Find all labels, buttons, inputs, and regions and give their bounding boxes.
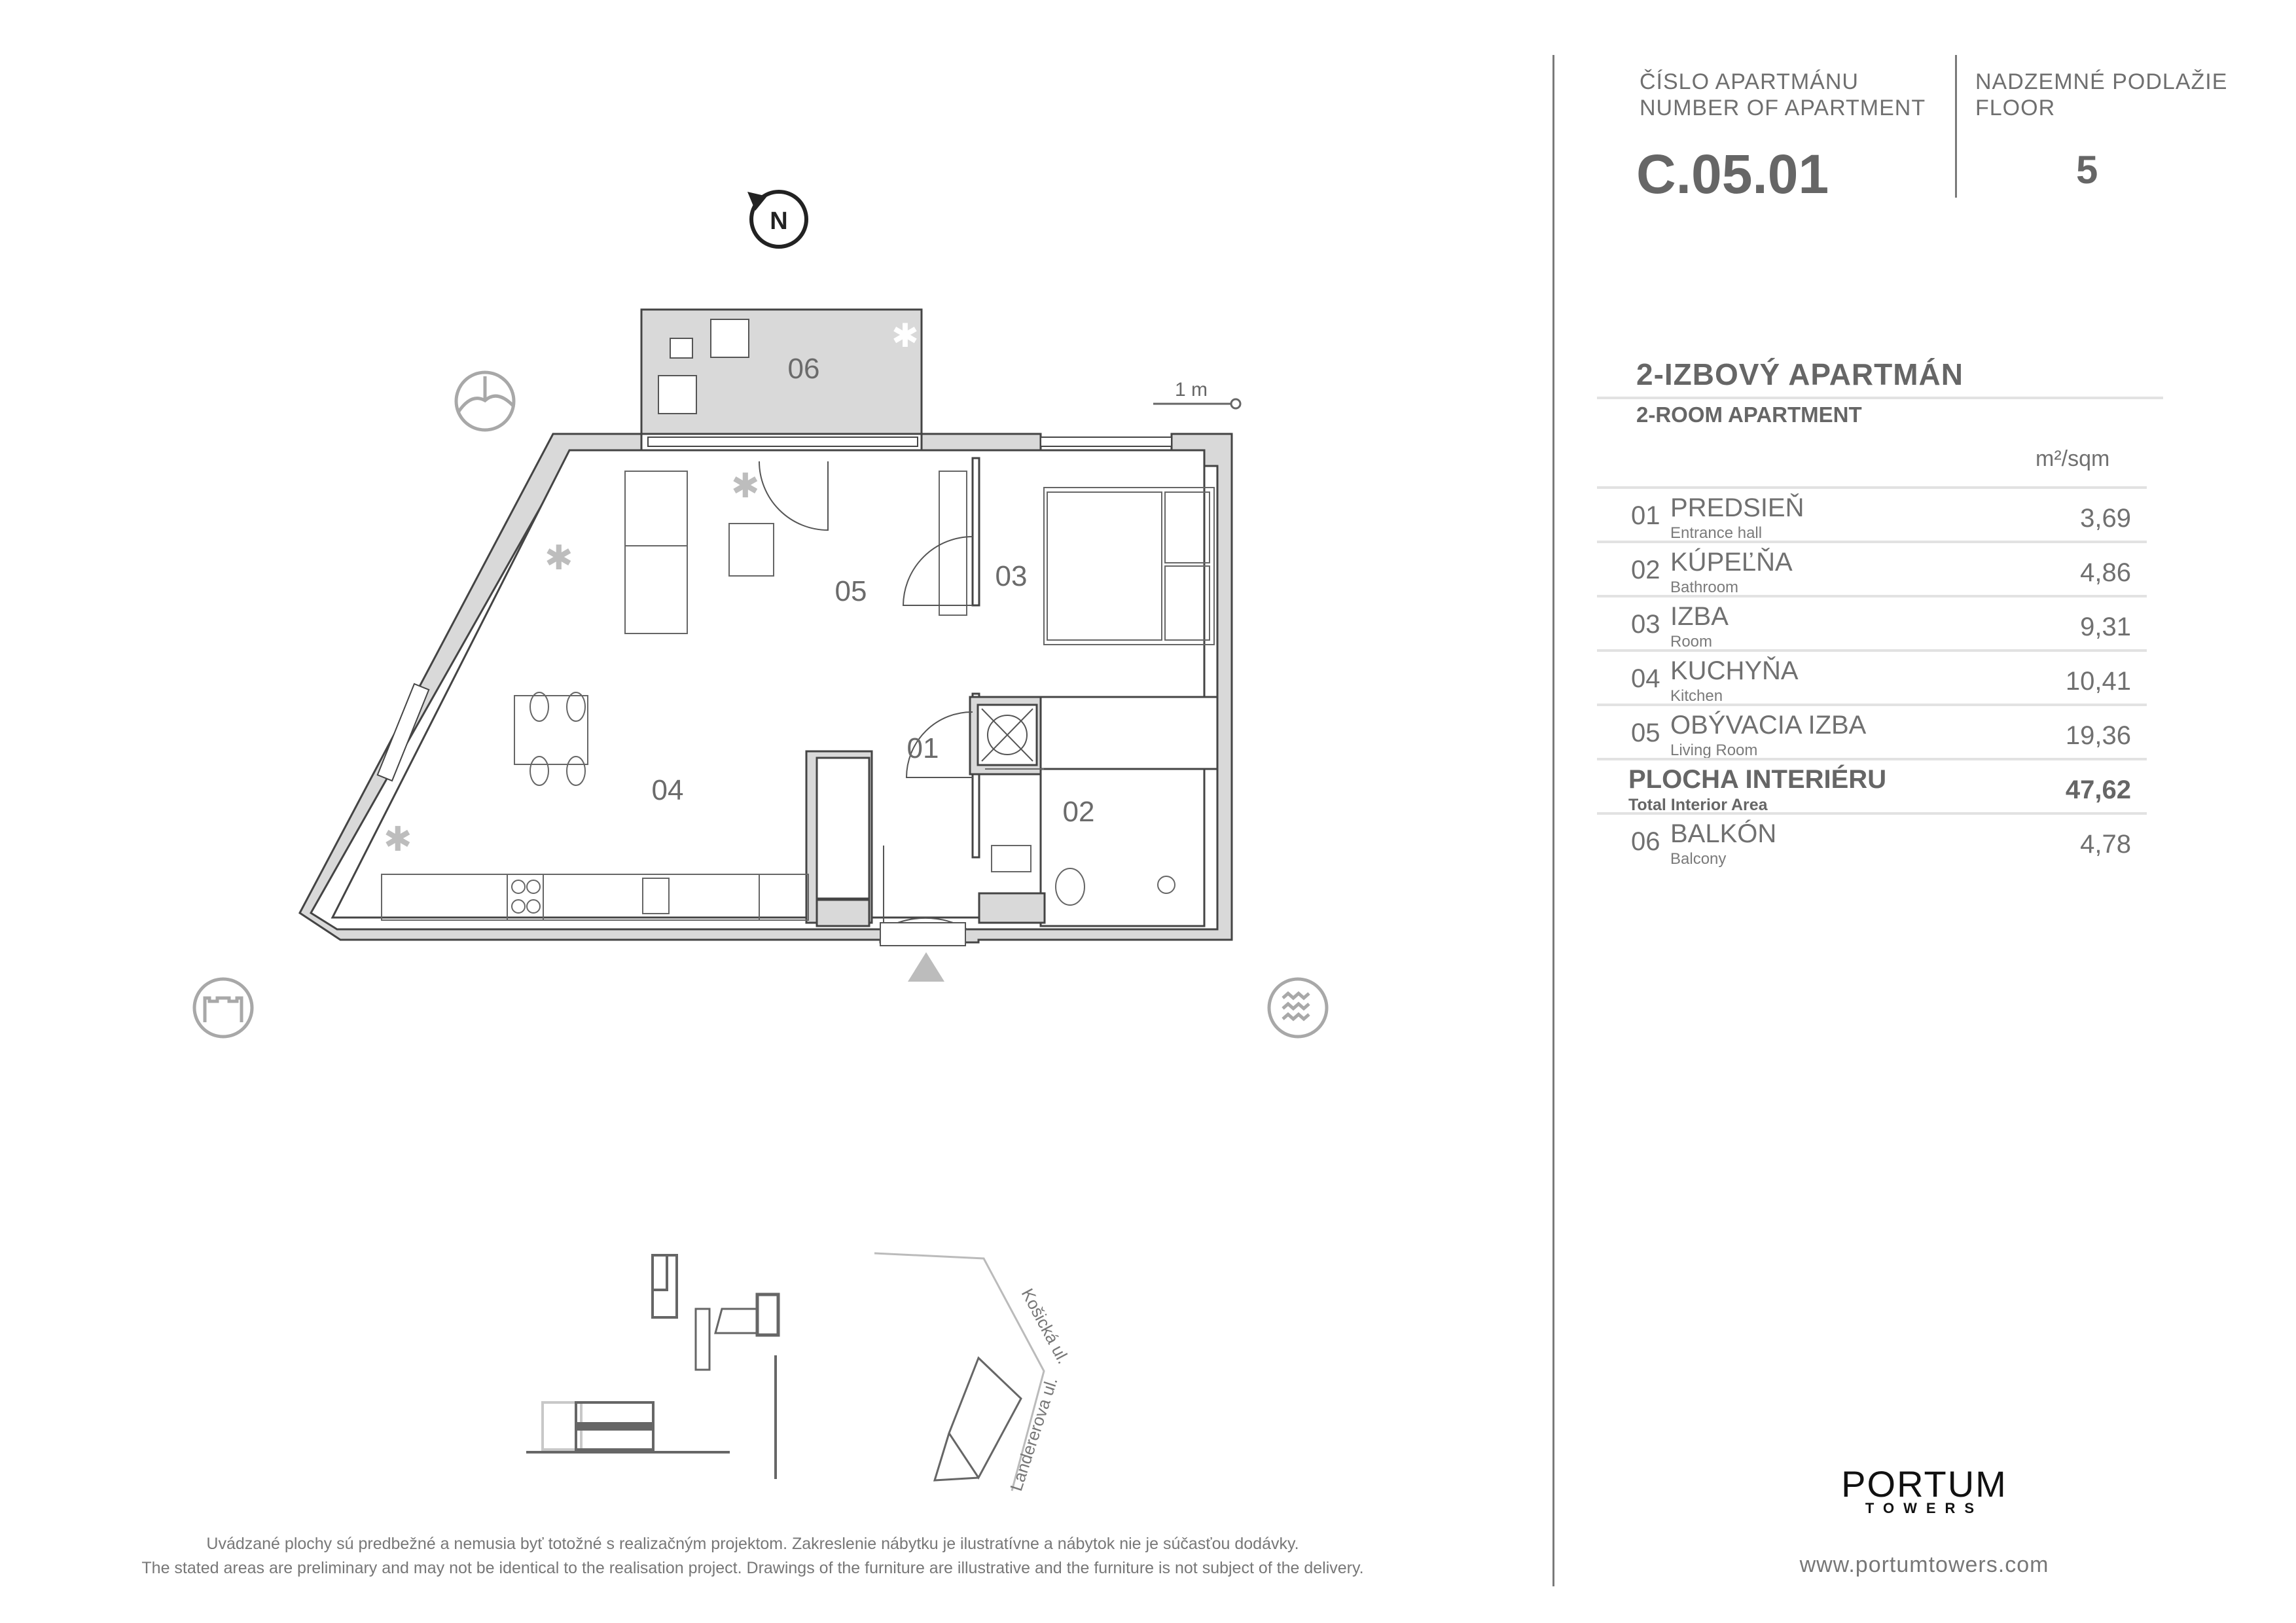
balcony-06: 06 ✱ [640, 308, 923, 435]
svg-text:Košická ul.: Košická ul. [1018, 1285, 1074, 1367]
entrance-arrow-icon [908, 952, 944, 982]
divider [1597, 541, 2147, 543]
svg-text:✱: ✱ [384, 821, 412, 859]
divider [1597, 812, 2147, 815]
doors [759, 461, 973, 946]
water-view-icon [1267, 977, 1329, 1039]
divider [1597, 704, 2147, 706]
svg-text:✱: ✱ [731, 467, 760, 505]
divider [1597, 397, 2163, 399]
room-label-03: 03 [996, 560, 1028, 592]
svg-text:✱: ✱ [891, 317, 919, 354]
plant-icons: ✱ ✱ ✱ [384, 467, 760, 859]
brand-name: PORTUM [1841, 1463, 2007, 1505]
divider [1597, 595, 2147, 597]
compass-north-icon: N [747, 190, 808, 249]
header-divider [1955, 55, 1957, 198]
apartment-number: C.05.01 [1636, 143, 1829, 205]
svg-text:06: 06 [788, 353, 820, 385]
disclaimer-en: The stated areas are preliminary and may… [141, 1559, 1364, 1577]
floor-plan: N 06 ✱ 1 m [192, 190, 1329, 1493]
brand-subtitle: TOWERS [1865, 1500, 1984, 1516]
svg-text:1 m: 1 m [1175, 379, 1208, 401]
divider [1597, 649, 2147, 652]
floor-number: 5 [2076, 148, 2098, 192]
apartment-label-en: NUMBER OF APARTMENT [1640, 96, 1926, 120]
apartment-label-sk: ČÍSLO APARTMÁNU [1640, 69, 1859, 94]
apartment-walls [298, 433, 1233, 944]
apartment-type-sk: 2-IZBOVÝ APARTMÁN [1636, 357, 1964, 391]
partitions [805, 457, 1219, 927]
room-label-05: 05 [835, 575, 867, 607]
site-plan: Košická ul. Landererova ul. [694, 1252, 1074, 1493]
room-label-04: 04 [652, 774, 684, 806]
disclaimer-sk: Uvádzané plochy sú predbežné a nemusia b… [206, 1535, 1299, 1553]
mountain-view-icon [454, 370, 516, 432]
scale-bar: 1 m [1153, 379, 1242, 410]
portum-towers-logo-icon [1893, 1330, 1954, 1453]
divider [1597, 486, 2147, 489]
room-label-01: 01 [907, 732, 939, 764]
room-label-02: 02 [1063, 796, 1095, 828]
website-link[interactable]: www.portumtowers.com [1799, 1552, 2049, 1577]
castle-view-icon [192, 977, 254, 1039]
panel-divider [1552, 55, 1554, 1586]
area-unit: m²/sqm [2036, 446, 2110, 471]
svg-text:N: N [770, 207, 787, 235]
apartment-type-en: 2-ROOM APARTMENT [1636, 402, 1862, 427]
floor-label-en: FLOOR [1975, 96, 2056, 120]
furniture [381, 471, 1215, 921]
floor-label-sk: NADZEMNÉ PODLAŽIE [1975, 69, 2228, 94]
building-elevation [526, 1254, 777, 1479]
divider [1597, 758, 2147, 760]
svg-text:✱: ✱ [545, 539, 573, 577]
